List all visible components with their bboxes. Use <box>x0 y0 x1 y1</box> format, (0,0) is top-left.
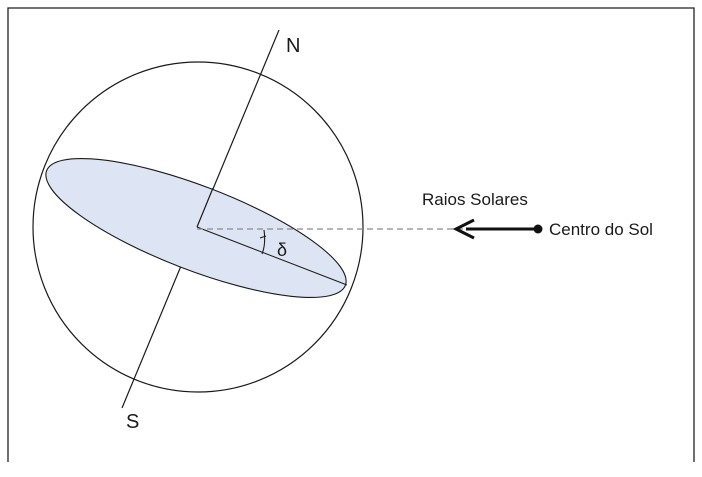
equatorial-plane-front <box>45 157 347 299</box>
sun-center-dot <box>533 224 543 234</box>
sun-rays-label: Raios Solares <box>422 190 528 209</box>
declination-symbol: δ <box>277 240 287 260</box>
south-label: S <box>126 411 139 433</box>
sun-rays-arrow-head <box>452 218 475 240</box>
declination-arc-tick <box>259 235 267 239</box>
north-label: N <box>286 35 300 57</box>
figure-frame <box>7 7 695 462</box>
sun-center-label: Centro do Sol <box>549 220 653 239</box>
equatorial-radius-line <box>196 226 348 286</box>
declination-angle-arc <box>261 229 266 255</box>
polar-axis-front-segment <box>196 187 214 228</box>
earth-sphere <box>32 61 364 393</box>
